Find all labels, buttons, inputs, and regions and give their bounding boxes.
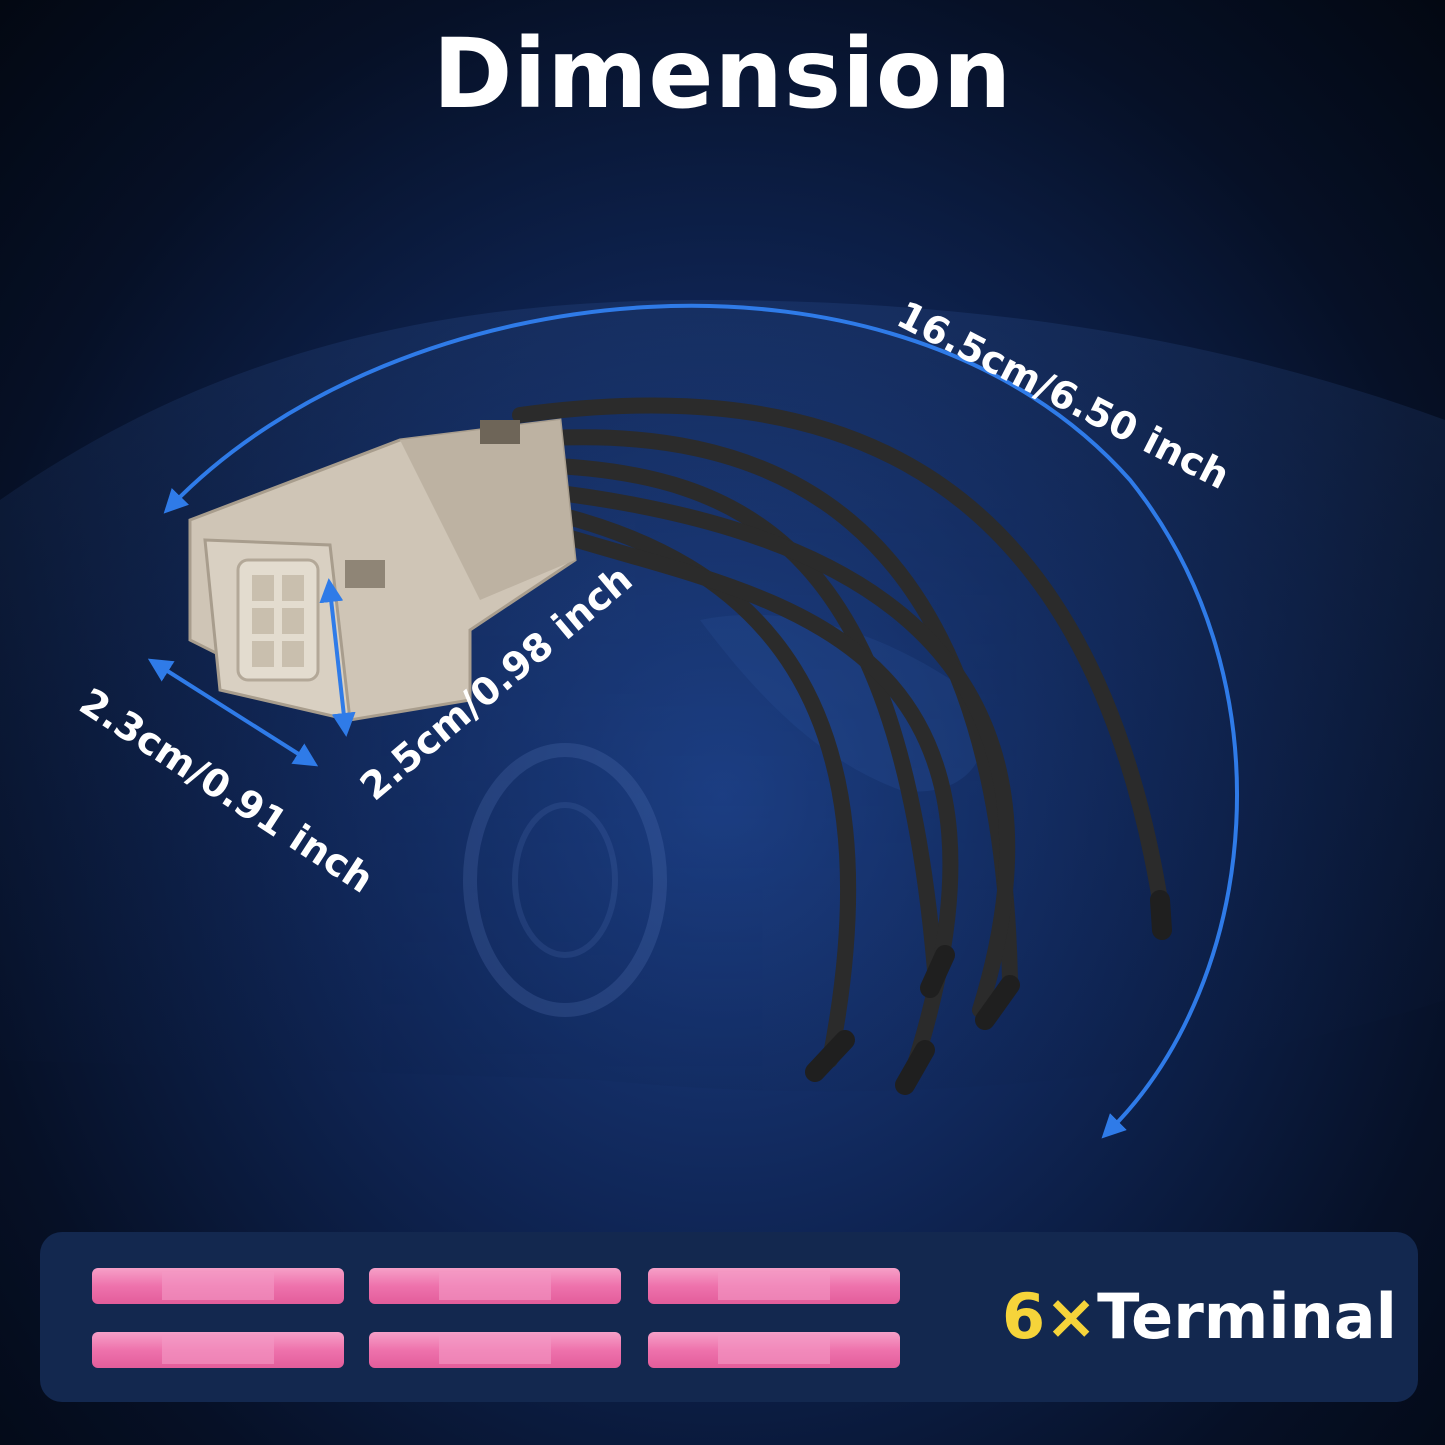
terminal-count-label: 6×Terminal <box>1002 1280 1397 1353</box>
terminal-item <box>92 1268 344 1304</box>
terminal-count: 6 <box>1002 1280 1046 1353</box>
length-arrow <box>163 303 1239 1139</box>
terminal-item <box>648 1268 900 1304</box>
terminal-grid <box>92 1268 900 1368</box>
height-arrow <box>319 578 356 737</box>
terminal-panel: 6×Terminal <box>40 1232 1418 1402</box>
terminal-text: Terminal <box>1097 1280 1397 1353</box>
terminal-item <box>369 1268 621 1304</box>
page-title: Dimension <box>432 18 1013 130</box>
wire-tips <box>805 890 1172 1095</box>
terminal-item <box>369 1332 621 1368</box>
wire-bundle <box>512 397 1168 1088</box>
terminal-item <box>92 1332 344 1368</box>
width-arrow <box>147 658 319 767</box>
terminal-item <box>648 1332 900 1368</box>
connector-pin-grid <box>236 558 320 682</box>
multiply-sign: × <box>1045 1280 1098 1353</box>
